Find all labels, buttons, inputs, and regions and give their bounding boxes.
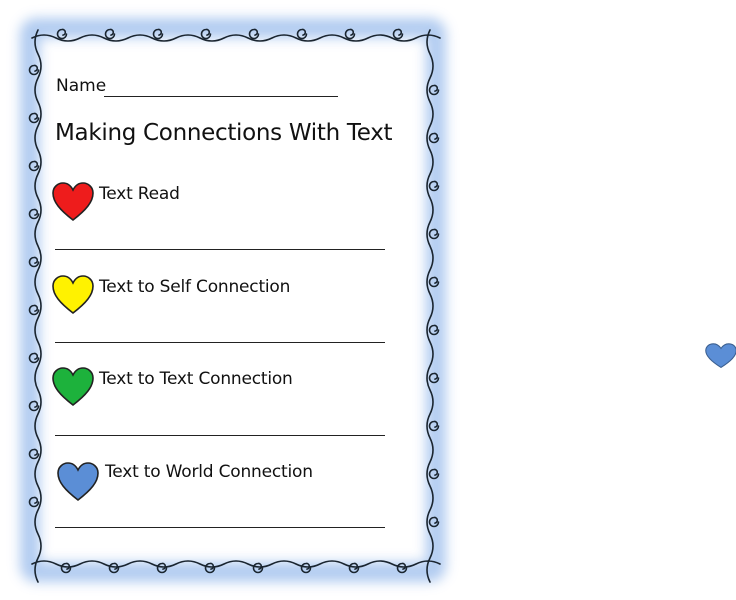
border-curl	[28, 304, 40, 316]
border-curl	[428, 180, 440, 192]
border-wave-line	[31, 29, 441, 583]
entry-label-text-to-self: Text to Self Connection	[99, 277, 291, 297]
border-curl	[56, 28, 68, 40]
border-curl	[392, 28, 404, 40]
border-curl	[296, 28, 308, 40]
border-curl	[204, 562, 216, 574]
border-curl	[428, 516, 440, 528]
red-heart-icon	[52, 182, 94, 222]
answer-line-text-to-world[interactable]	[55, 527, 385, 528]
page-title: Making Connections With Text	[55, 120, 393, 146]
entry-label-text-to-world: Text to World Connection	[105, 462, 313, 482]
border-curl	[28, 256, 40, 268]
border-curl	[428, 276, 440, 288]
border-curl	[28, 208, 40, 220]
green-heart-shape	[52, 367, 94, 407]
answer-line-text-read[interactable]	[55, 249, 385, 250]
stray-heart-shape	[705, 343, 736, 369]
border-curl	[344, 28, 356, 40]
border-curl	[252, 562, 264, 574]
green-heart-icon	[52, 367, 94, 407]
border-curl	[428, 228, 440, 240]
answer-line-text-to-self[interactable]	[55, 342, 385, 343]
yellow-heart-icon	[52, 275, 94, 315]
border-curl	[156, 562, 168, 574]
yellow-heart-shape	[52, 275, 94, 315]
border-curl	[428, 468, 440, 480]
border-curl	[428, 420, 440, 432]
entry-label-text-to-text: Text to Text Connection	[99, 369, 293, 389]
red-heart-shape	[52, 182, 94, 222]
entry-label-text-read: Text Read	[99, 184, 180, 204]
border-curl	[28, 400, 40, 412]
border-curl	[348, 562, 360, 574]
border-curl	[28, 112, 40, 124]
border-curl	[104, 28, 116, 40]
blue-heart-icon	[57, 462, 99, 502]
answer-line-text-to-text[interactable]	[55, 435, 385, 436]
border-curl	[200, 28, 212, 40]
border-curl	[428, 132, 440, 144]
border-curl	[248, 28, 260, 40]
border-curl	[300, 562, 312, 574]
border-curl	[152, 28, 164, 40]
border-curl	[28, 448, 40, 460]
border-curl	[396, 562, 408, 574]
name-field-line[interactable]	[104, 96, 338, 97]
border-curl	[28, 496, 40, 508]
border-curl	[108, 562, 120, 574]
border-curl	[28, 64, 40, 76]
stray-blue-heart-icon	[705, 343, 736, 369]
border-curl	[28, 352, 40, 364]
border-curl	[428, 84, 440, 96]
border-curl	[28, 160, 40, 172]
border-curl	[428, 324, 440, 336]
border-curl	[60, 562, 72, 574]
blue-heart-shape	[57, 462, 99, 502]
border-curl	[428, 372, 440, 384]
name-label: Name	[56, 76, 107, 96]
